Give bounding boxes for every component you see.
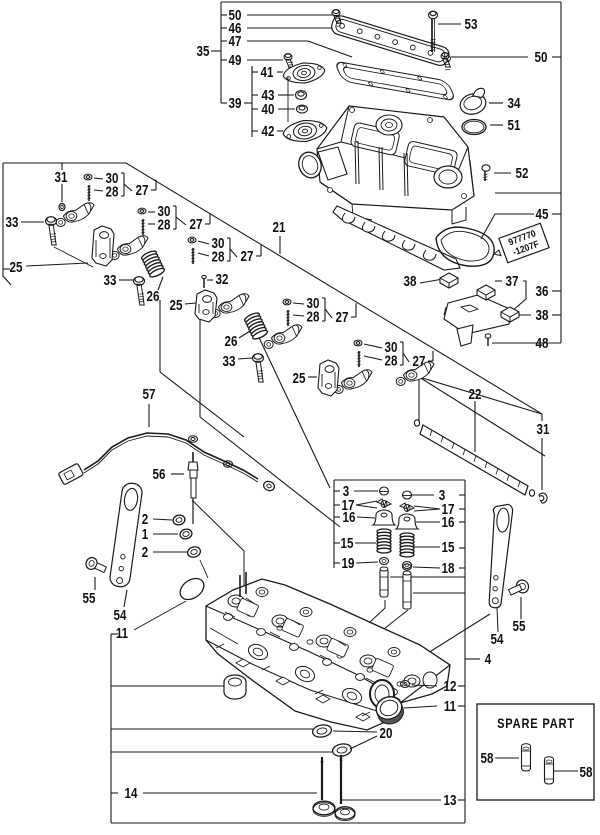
svg-text:50: 50 (229, 7, 242, 24)
svg-text:18: 18 (442, 560, 455, 577)
svg-text:11: 11 (116, 625, 128, 642)
svg-text:25: 25 (170, 297, 183, 314)
svg-text:43: 43 (262, 87, 275, 104)
svg-text:14: 14 (125, 785, 139, 802)
svg-text:28: 28 (106, 183, 119, 200)
svg-text:32: 32 (216, 271, 229, 288)
svg-text:28: 28 (385, 352, 398, 369)
svg-text:13: 13 (444, 792, 457, 809)
svg-text:1: 1 (142, 526, 148, 543)
svg-text:49: 49 (229, 52, 242, 69)
svg-text:38: 38 (536, 307, 549, 324)
svg-text:41: 41 (261, 64, 274, 81)
svg-text:22: 22 (469, 386, 482, 403)
svg-text:30: 30 (158, 203, 171, 220)
svg-text:27: 27 (241, 248, 254, 265)
svg-text:38: 38 (404, 273, 417, 290)
svg-text:58: 58 (481, 750, 494, 767)
svg-text:28: 28 (212, 248, 225, 265)
svg-text:25: 25 (10, 259, 23, 276)
svg-text:19: 19 (342, 555, 355, 572)
svg-text:33: 33 (6, 214, 19, 231)
svg-text:17: 17 (342, 497, 355, 514)
svg-text:30: 30 (106, 170, 119, 187)
svg-text:46: 46 (229, 20, 242, 37)
svg-text:25: 25 (293, 370, 306, 387)
svg-text:54: 54 (491, 631, 505, 648)
svg-text:34: 34 (508, 95, 522, 112)
svg-text:2: 2 (142, 511, 148, 528)
svg-text:21: 21 (273, 219, 286, 236)
svg-text:27: 27 (413, 353, 426, 370)
svg-text:30: 30 (212, 235, 225, 252)
svg-text:31: 31 (55, 169, 68, 186)
svg-text:54: 54 (114, 607, 128, 624)
svg-text:33: 33 (223, 353, 236, 370)
svg-text:39: 39 (229, 95, 242, 112)
svg-text:3: 3 (439, 487, 445, 504)
svg-text:51: 51 (508, 117, 521, 134)
svg-text:31: 31 (537, 421, 550, 438)
svg-text:55: 55 (83, 590, 96, 607)
svg-text:SPARE PART: SPARE PART (497, 716, 575, 731)
svg-text:33: 33 (104, 272, 117, 289)
svg-text:27: 27 (336, 309, 349, 326)
svg-text:20: 20 (380, 725, 393, 742)
svg-text:28: 28 (307, 308, 320, 325)
svg-text:36: 36 (536, 283, 549, 300)
svg-text:11: 11 (444, 698, 456, 715)
svg-text:37: 37 (506, 273, 519, 290)
svg-text:15: 15 (442, 539, 455, 556)
svg-text:3: 3 (343, 483, 349, 500)
svg-text:48: 48 (536, 335, 549, 352)
svg-text:42: 42 (262, 123, 275, 140)
svg-text:17: 17 (442, 501, 455, 518)
svg-text:50: 50 (535, 49, 548, 66)
svg-text:12: 12 (444, 678, 457, 695)
svg-text:26: 26 (147, 288, 160, 305)
svg-text:27: 27 (136, 182, 149, 199)
svg-text:2: 2 (142, 544, 148, 561)
svg-text:4: 4 (485, 651, 492, 668)
svg-text:30: 30 (385, 339, 398, 356)
svg-text:15: 15 (341, 535, 354, 552)
svg-text:52: 52 (516, 165, 529, 182)
svg-text:53: 53 (465, 16, 478, 33)
svg-text:30: 30 (307, 295, 320, 312)
svg-text:35: 35 (197, 43, 210, 60)
svg-text:40: 40 (262, 101, 275, 118)
svg-text:16: 16 (343, 509, 356, 526)
svg-text:58: 58 (580, 764, 593, 781)
svg-text:16: 16 (442, 514, 455, 531)
svg-text:56: 56 (153, 466, 166, 483)
svg-text:27: 27 (190, 216, 203, 233)
svg-text:47: 47 (229, 33, 242, 50)
svg-text:57: 57 (143, 386, 156, 403)
svg-text:55: 55 (513, 618, 526, 635)
svg-text:26: 26 (225, 333, 238, 350)
svg-text:28: 28 (158, 216, 171, 233)
svg-text:45: 45 (536, 206, 549, 223)
